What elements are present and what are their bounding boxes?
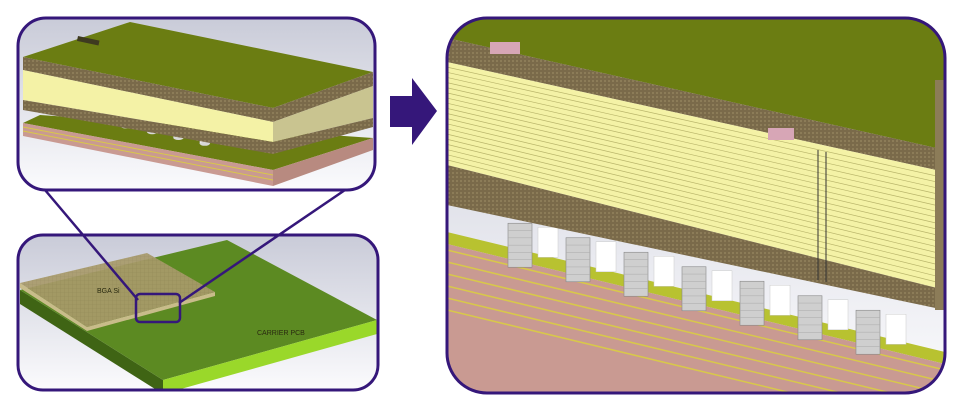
substrate-top <box>23 22 373 108</box>
bga-substrate <box>20 253 215 327</box>
core-layer-line <box>447 82 945 196</box>
solder-balls <box>507 222 907 355</box>
solder-ball-rear <box>827 299 849 330</box>
substrate-lower-laminate <box>447 165 945 310</box>
zoom-detail-frame <box>16 16 377 192</box>
substrate-upper-laminate <box>23 57 273 122</box>
bga-substrate-edge <box>20 283 215 331</box>
core-layer-line <box>447 108 945 226</box>
substrate-label: BGA Si <box>97 288 120 295</box>
core-layer-line <box>447 123 945 244</box>
zoom-region-box <box>134 292 182 324</box>
core-layer-line <box>447 92 945 208</box>
overview-frame <box>16 233 380 392</box>
solder-ball-rear <box>537 227 559 258</box>
core-layer-line <box>447 77 945 191</box>
via-pad <box>768 128 794 140</box>
substrate-side <box>273 72 373 122</box>
core-layer-line <box>447 138 945 261</box>
substrate-top <box>447 18 945 150</box>
board-layer-line <box>447 285 945 393</box>
core-layer-line <box>447 159 945 285</box>
substrate-upper-laminate <box>447 38 945 172</box>
carrier-pcb-label: CARRIER PCB <box>257 330 305 337</box>
solder-ball-rear <box>885 314 907 345</box>
callout-line-left <box>44 189 139 301</box>
solder-ball-rear <box>595 241 617 272</box>
zoom-detail-panel <box>18 18 375 190</box>
core-layer-line <box>447 102 945 220</box>
cross-section-frame <box>445 16 947 395</box>
board-layer-line <box>447 297 945 393</box>
substrate-core <box>23 70 273 142</box>
core-layer-line <box>447 149 945 273</box>
carrier-pcb-left-edge <box>20 290 163 390</box>
substrate-side-lower <box>273 118 373 154</box>
bottom-board-top <box>23 115 373 170</box>
core-layer-line <box>447 144 945 267</box>
board-layer-line <box>447 261 945 383</box>
solder-ball-rear <box>769 285 791 316</box>
carrier-pcb-edge <box>163 320 377 390</box>
substrate-lower-laminate <box>23 100 273 154</box>
substrate-side-face <box>935 80 945 310</box>
core-layer-line <box>447 128 945 250</box>
core-layer-line <box>447 154 945 279</box>
board-layer-line <box>447 309 945 393</box>
substrate-core <box>447 62 945 290</box>
core-layer-line <box>447 71 945 185</box>
solder-ball-rear <box>653 256 675 287</box>
core-layer-line <box>447 87 945 202</box>
part-marking <box>76 36 100 46</box>
core-layer-line <box>447 97 945 214</box>
core-layer-line <box>447 66 945 179</box>
substrate-side-core <box>273 86 373 142</box>
arrow-right-icon <box>390 78 437 145</box>
cross-section-detail-panel <box>447 18 945 393</box>
bottom-board-side <box>273 138 373 186</box>
core-layer-line <box>447 118 945 238</box>
solder-ball-rear <box>711 270 733 301</box>
core-layer-lines <box>447 66 945 285</box>
board-layer-line <box>447 273 945 393</box>
callout-line-right <box>178 188 346 305</box>
core-layer-line <box>447 113 945 232</box>
solder-ball-base <box>199 141 210 146</box>
overview-panel: BGA Si CARRIER PCB <box>18 235 378 390</box>
core-layer-line <box>447 133 945 255</box>
via-pad <box>490 42 520 54</box>
